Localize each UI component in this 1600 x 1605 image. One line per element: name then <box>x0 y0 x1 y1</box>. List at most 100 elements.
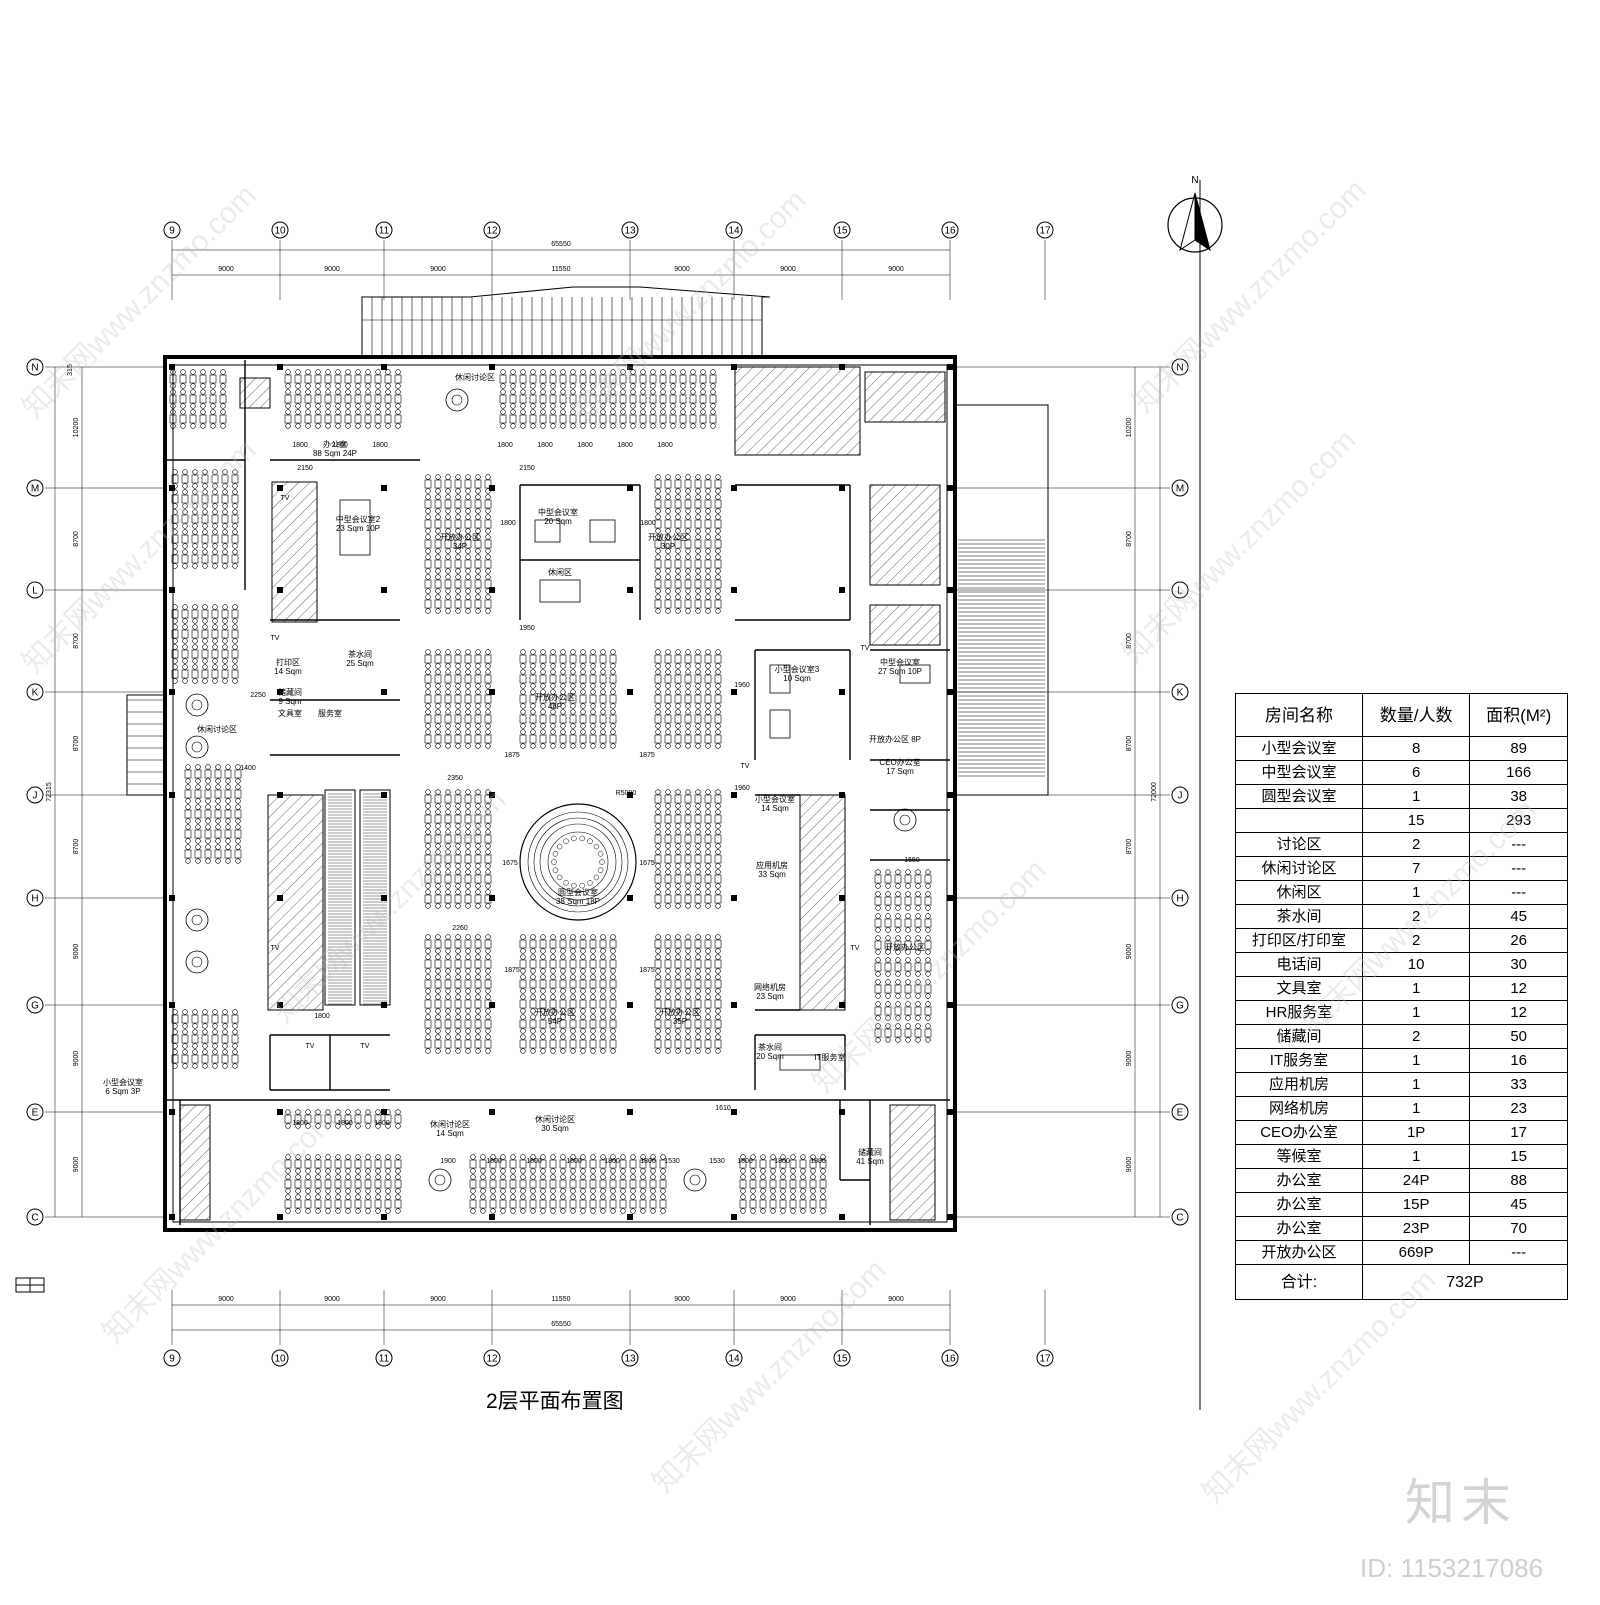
chair <box>435 568 441 574</box>
grid-label-row: E <box>1177 1108 1184 1119</box>
desk <box>894 896 902 906</box>
chair <box>695 534 701 540</box>
structural-column <box>169 792 175 798</box>
chair <box>232 678 238 684</box>
desk <box>649 1179 657 1189</box>
desk <box>221 474 229 484</box>
interior-dimension: 1800 <box>314 1013 330 1020</box>
desk <box>284 1114 292 1124</box>
structural-column <box>947 364 953 370</box>
header-count: 数量/人数 <box>1361 693 1471 737</box>
round-table <box>185 735 209 759</box>
chair <box>700 409 706 415</box>
desk <box>649 394 657 404</box>
chair <box>685 849 691 855</box>
building-structure <box>15 286 1049 1293</box>
desk <box>181 649 189 659</box>
interior-dimension: 1800 <box>774 1158 790 1165</box>
room-sublabel: 41 Sqm <box>856 1157 884 1166</box>
chair <box>695 548 701 554</box>
chair <box>530 1174 536 1180</box>
desk <box>519 1179 527 1189</box>
desk <box>684 694 692 704</box>
chair <box>475 889 481 895</box>
desk <box>714 559 722 569</box>
desk <box>469 1199 477 1209</box>
chair <box>640 1174 646 1180</box>
grid-bubble-row <box>1171 996 1189 1014</box>
chair <box>425 743 431 749</box>
desk <box>499 1159 507 1169</box>
chair <box>895 979 901 985</box>
desk <box>569 734 577 744</box>
chair <box>550 669 556 675</box>
chair <box>222 1063 228 1069</box>
chair <box>465 1034 471 1040</box>
chair <box>305 1168 311 1174</box>
chair <box>180 409 186 415</box>
table-cell-area: 45 <box>1469 1192 1568 1217</box>
chair <box>590 409 596 415</box>
desk <box>191 649 199 659</box>
chair <box>705 709 711 715</box>
table-cell-name: 办公室 <box>1235 1168 1363 1193</box>
desk <box>454 654 462 664</box>
table-total-row: 合计: 732P <box>1235 1264 1569 1300</box>
structural-column <box>731 1002 737 1008</box>
grid-label-col: 11 <box>379 1354 390 1365</box>
desk <box>674 694 682 704</box>
chair <box>225 824 231 830</box>
chair <box>285 423 291 429</box>
round-table <box>185 950 209 974</box>
room-label: 开放办公区 <box>660 1007 700 1017</box>
chair <box>455 743 461 749</box>
desk <box>374 414 382 424</box>
desk <box>579 939 587 949</box>
structural-column <box>277 1109 283 1115</box>
room-sublabel: 10 Sqm <box>783 674 811 683</box>
interior-dimension: 1530 <box>709 1158 725 1165</box>
chair <box>425 883 431 889</box>
desk <box>529 1039 537 1049</box>
desk <box>364 394 372 404</box>
desk <box>284 1159 292 1169</box>
desk <box>599 959 607 969</box>
chair <box>610 968 616 974</box>
room-sublabel: 30P <box>661 542 675 551</box>
chair <box>285 1123 291 1129</box>
dim-col-top: 9000 <box>430 266 446 273</box>
chair <box>820 1194 826 1200</box>
table-cell-area: 89 <box>1469 736 1568 761</box>
desk <box>709 394 717 404</box>
chair <box>905 957 911 963</box>
chair <box>655 1008 661 1014</box>
desk <box>454 894 462 904</box>
desk <box>874 1028 882 1038</box>
desk <box>204 769 212 779</box>
desk <box>714 1039 722 1049</box>
chair <box>695 1048 701 1054</box>
desk <box>539 959 547 969</box>
desk <box>474 539 482 549</box>
chair <box>610 1008 616 1014</box>
desk <box>434 674 442 684</box>
chair <box>222 489 228 495</box>
desk <box>171 514 179 524</box>
chair <box>335 1109 341 1115</box>
chair <box>715 948 721 954</box>
chair <box>675 534 681 540</box>
chair <box>600 703 606 709</box>
desk <box>539 694 547 704</box>
chair <box>700 423 706 429</box>
chair <box>375 1208 381 1214</box>
desk <box>211 1034 219 1044</box>
desk <box>539 714 547 724</box>
chair <box>365 369 371 375</box>
desk <box>714 499 722 509</box>
chair <box>695 829 701 835</box>
room-sublabel: 27 Sqm 10P <box>878 667 922 676</box>
chair <box>540 423 546 429</box>
chair <box>212 483 218 489</box>
grid-label-row: E <box>32 1108 39 1119</box>
chair <box>895 957 901 963</box>
